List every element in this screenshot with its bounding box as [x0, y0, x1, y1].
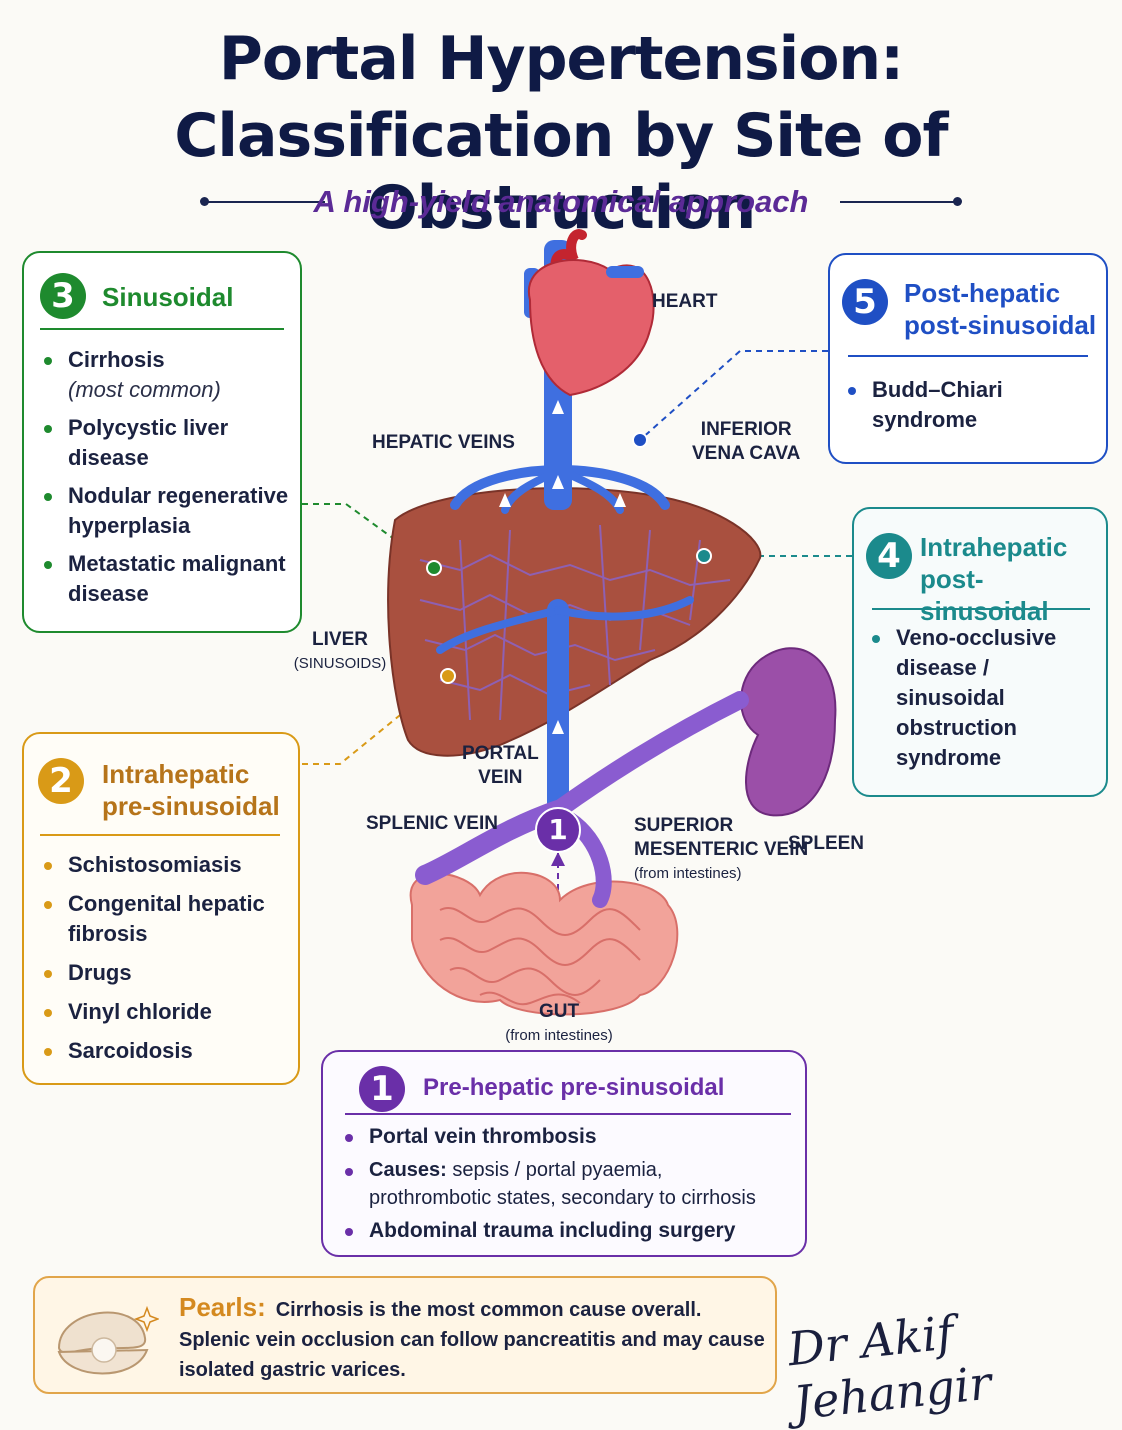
label-smv-line2: MESENTERIC VEIN [634, 839, 809, 860]
causes-text: sepsis / portal pyaemia, prothrombotic s… [369, 1159, 756, 1209]
title-line-1: Portal Hypertension: [218, 24, 904, 94]
label-smv-sub: (from intestines) [634, 865, 742, 882]
causes-label: Causes: [369, 1159, 447, 1181]
subtitle-rule-left [205, 201, 325, 203]
label-heart: HEART [652, 291, 718, 312]
flow-arrows [499, 400, 626, 734]
box-pre-hepatic: 1 Pre-hepatic pre-sinusoidal Portal vein… [321, 1050, 807, 1257]
label-portal-vein: PORTAL VEIN [462, 742, 539, 790]
list-pre-hepatic: Portal vein thrombosis Causes: sepsis / … [343, 1122, 783, 1246]
box-sinusoidal: 3 Sinusoidal Cirrhosis(most common) Poly… [22, 251, 302, 633]
dot-post-hepatic [632, 432, 648, 448]
box-intra-post-rule [872, 608, 1090, 610]
list-post-hepatic: Budd–Chiari syndrome [846, 375, 1066, 435]
list-item: Cirrhosis(most common) [42, 345, 292, 405]
label-ivc-line2: VENA CAVA [692, 443, 801, 464]
box-sinusoidal-title: Sinusoidal [102, 282, 234, 312]
pearls-heading: Pearls: [179, 1292, 266, 1322]
subtitle-dot-left [200, 197, 209, 206]
badge-5: 5 [842, 279, 888, 325]
label-smv: SUPERIOR MESENTERIC VEIN (from intestine… [634, 814, 808, 886]
label-liver: LIVER (SINUSOIDS) [292, 628, 388, 676]
box-post-hepatic-rule [848, 355, 1088, 357]
badge-4: 4 [866, 533, 912, 579]
connector-sinusoidal [302, 503, 435, 569]
dot-sinusoidal [426, 560, 442, 576]
list-item: Polycystic liver disease [42, 413, 292, 473]
box-sinusoidal-rule [40, 328, 284, 330]
label-ivc-line1: INFERIOR [700, 419, 792, 440]
list-item: Budd–Chiari syndrome [846, 375, 1066, 435]
list-item: Congenital hepatic fibrosis [42, 889, 292, 949]
spleen-illustration [740, 647, 837, 817]
label-liver-main: LIVER [312, 629, 368, 650]
label-ivc: INFERIOR VENA CAVA [692, 418, 800, 466]
subtitle: A high-yield anatomical approach [313, 184, 809, 219]
box-pre-hepatic-title: Pre-hepatic pre-sinusoidal [423, 1074, 725, 1101]
label-liver-sub: (SINUSOIDS) [293, 655, 387, 672]
subtitle-rule-right [840, 201, 958, 203]
badge-1: 1 [359, 1066, 405, 1112]
portal-badge: 1 [535, 807, 581, 853]
list-item: Vinyl chloride [42, 997, 292, 1027]
connector-intra-pre [302, 675, 449, 765]
badge-3: 3 [40, 273, 86, 319]
pearl-shell-icon [57, 1305, 159, 1375]
label-portal-line1: PORTAL [462, 743, 539, 764]
box-pre-hepatic-rule [345, 1113, 791, 1115]
label-splenic-vein: SPLENIC VEIN [366, 813, 498, 834]
label-gut-sub: (from intestines) [505, 1027, 613, 1044]
box-intra-pre-rule [40, 834, 280, 836]
list-item: Sarcoidosis [42, 1036, 292, 1066]
list-item: Veno-occlusive disease / sinusoidal obst… [870, 623, 1060, 773]
connector-post-hepatic [639, 350, 828, 441]
dot-intra-pre [440, 668, 456, 684]
list-sinusoidal: Cirrhosis(most common) Polycystic liver … [42, 345, 292, 609]
list-item: Metastatic malignant disease [42, 549, 292, 609]
list-item: Portal vein thrombosis [343, 1122, 783, 1152]
label-smv-line1: SUPERIOR [634, 815, 734, 836]
list-item: Schistosomiasis [42, 850, 292, 880]
list-intra-pre: Schistosomiasis Congenital hepatic fibro… [42, 850, 292, 1066]
list-item: Abdominal trauma including surgery [343, 1216, 783, 1246]
title-line-2: Classification by Site of Obstruction [174, 101, 948, 243]
dot-intra-post [696, 548, 712, 564]
label-gut-main: GUT [538, 1001, 580, 1022]
heart-illustration [527, 229, 655, 397]
list-intra-post: Veno-occlusive disease / sinusoidal obst… [870, 623, 1060, 773]
list-item: Nodular regenerative hyperplasia [42, 481, 292, 541]
gut-illustration [409, 871, 679, 1016]
pearls-text-block: Pearls:Cirrhosis is the most common caus… [179, 1292, 769, 1385]
label-hepatic-veins: HEPATIC VEINS [372, 432, 515, 453]
badge-2: 2 [38, 758, 84, 804]
subtitle-dot-right [953, 197, 962, 206]
list-item-causes: Causes: sepsis / portal pyaemia, prothro… [343, 1156, 783, 1212]
label-portal-line2: VEIN [478, 767, 523, 788]
pearls-box: Pearls:Cirrhosis is the most common caus… [33, 1276, 777, 1394]
label-gut: GUT (from intestines) [500, 1000, 618, 1048]
label-spleen: SPLEEN [788, 833, 865, 854]
most-common-note: (most common) [68, 377, 221, 402]
pearls-text: Cirrhosis is the most common cause overa… [179, 1299, 765, 1381]
list-item: Drugs [42, 958, 292, 988]
